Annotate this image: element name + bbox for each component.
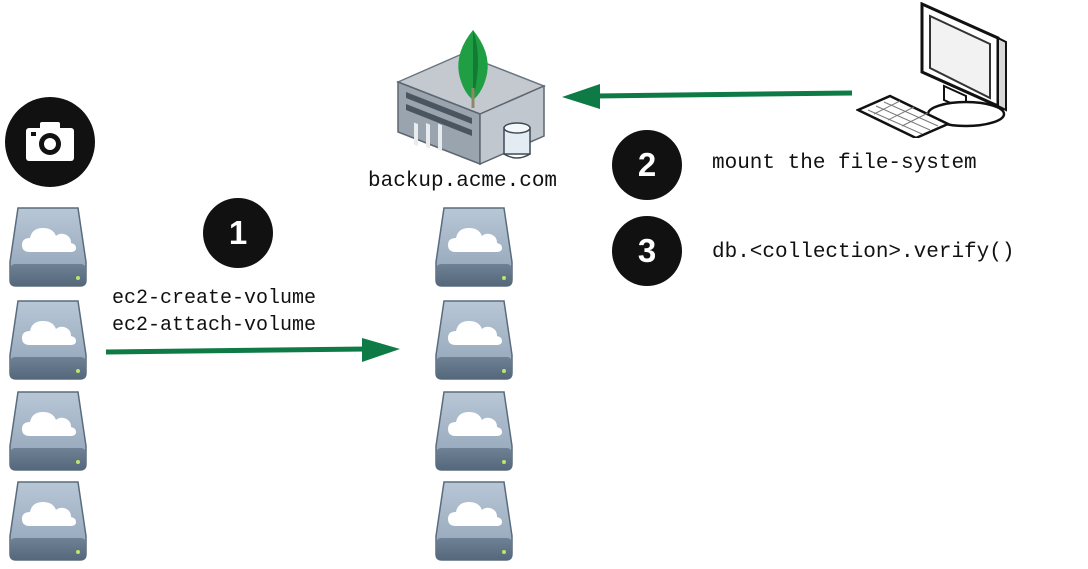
- cloud-drive-icon: [434, 299, 514, 381]
- step-2-badge: 2: [612, 130, 682, 200]
- cloud-drive-icon: [8, 299, 88, 381]
- cloud-drive-icon: [8, 480, 88, 562]
- step-1-command-attach: ec2-attach-volume: [112, 314, 317, 337]
- server-hostname: backup.acme.com: [368, 170, 558, 193]
- computer-icon: [856, 2, 1016, 138]
- camera-icon: [4, 96, 96, 188]
- step-3-badge: 3: [612, 216, 682, 286]
- step-1-command-create: ec2-create-volume: [112, 287, 317, 310]
- step-3-text: db.<collection>.verify(): [712, 241, 1015, 264]
- step-1-badge: 1: [203, 198, 273, 268]
- cloud-drive-icon: [434, 206, 514, 288]
- step-2-text: mount the file-system: [712, 152, 977, 175]
- cloud-drive-icon: [434, 480, 514, 562]
- attach-arrow: [104, 336, 404, 366]
- cloud-drive-icon: [434, 390, 514, 472]
- cloud-drive-icon: [8, 206, 88, 288]
- leaf-icon: [453, 28, 493, 110]
- mount-arrow: [560, 82, 856, 112]
- cloud-drive-icon: [8, 390, 88, 472]
